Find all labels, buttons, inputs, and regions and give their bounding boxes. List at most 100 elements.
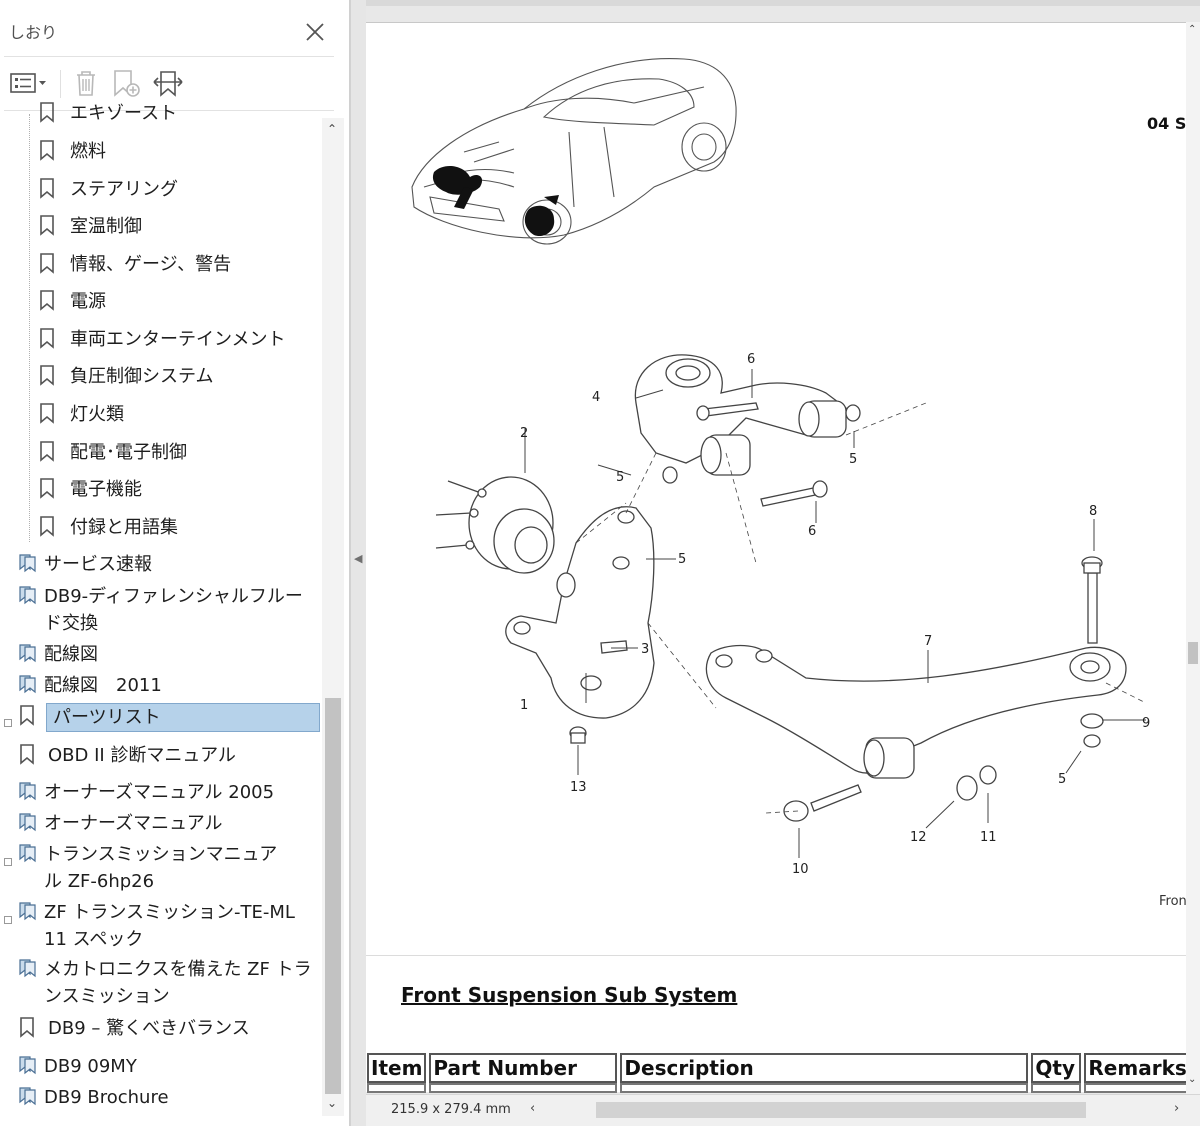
bookmark-label: 車両エンターテインメント <box>70 329 286 350</box>
bookmark-label: DB9 09MY <box>44 1056 137 1077</box>
table-header-row: Item Part Number Description Qty Remarks <box>367 1053 1191 1083</box>
bookmark-label: OBD II 診断マニュアル <box>48 745 236 766</box>
table-cell <box>620 1083 1029 1093</box>
bookmark-item[interactable]: 電子機能 <box>38 476 142 503</box>
new-bookmark-icon[interactable] <box>110 66 144 100</box>
expand-toggle[interactable] <box>4 909 12 924</box>
bookmark-item[interactable]: 付録と用語集 <box>38 514 178 541</box>
bookmark-icon <box>40 178 54 199</box>
document-page: 04 S <box>366 22 1200 1093</box>
bookmark-item[interactable]: オーナーズマニュアル 2005 <box>18 779 274 806</box>
callout-8: 8 <box>1089 504 1097 519</box>
callout-5b: 5 <box>678 552 686 567</box>
bookmark-item[interactable]: サービス速報 <box>18 551 152 578</box>
bookmark-icon <box>40 403 54 424</box>
document-viewport[interactable]: 04 S <box>366 0 1200 1126</box>
collapse-panel-icon[interactable]: ◀ <box>354 552 363 565</box>
column-header-remarks: Remarks <box>1084 1053 1191 1083</box>
scroll-right-icon[interactable]: › <box>1174 1101 1180 1116</box>
horizontal-scrollbar-thumb[interactable] <box>596 1102 1086 1118</box>
bookmark-label: トランスミッションマニュアル ZF-6hp26 <box>44 844 278 892</box>
callout-10: 10 <box>792 862 809 877</box>
bookmark-label: DB9 – 驚くべきバランス <box>48 1018 250 1039</box>
panel-splitter[interactable]: ◀ <box>350 0 366 1126</box>
scroll-up-icon[interactable]: ⌃ <box>327 122 338 136</box>
bookmark-item[interactable]: 車両エンターテインメント <box>38 326 285 353</box>
bookmark-item[interactable]: エキゾースト <box>38 100 177 127</box>
bookmark-item[interactable]: メカトロニクスを備えた ZF トランスミッション <box>18 956 324 1010</box>
bookmark-item[interactable]: 情報、ゲージ、警告 <box>38 251 231 278</box>
document-vertical-scrollbar[interactable]: ⌃ ⌄ <box>1186 22 1200 1094</box>
bookmark-label: 付録と用語集 <box>70 517 178 538</box>
bookmark-label: サービス速報 <box>44 554 152 575</box>
scroll-left-icon[interactable]: ‹ <box>530 1101 536 1116</box>
bookmark-group-icon <box>19 1056 36 1075</box>
tree-guide-line <box>29 114 30 542</box>
bookmarks-panel: しおり <box>0 0 350 1126</box>
bookmark-item[interactable]: OBD II 診断マニュアル <box>18 742 236 769</box>
callout-4: 4 <box>592 390 600 405</box>
scroll-down-icon[interactable]: ⌄ <box>1188 1074 1197 1085</box>
callout-7: 7 <box>924 634 932 649</box>
column-header-item: Item <box>367 1053 427 1083</box>
bookmark-item[interactable]: DB9 Brochure <box>18 1084 169 1111</box>
bookmark-item-selected[interactable]: パーツリスト <box>18 703 320 732</box>
bookmark-group-icon <box>19 902 36 921</box>
bookmark-item[interactable]: 配線図 2011 <box>18 672 162 699</box>
expand-toggle[interactable] <box>4 851 12 866</box>
bookmark-label: メカトロニクスを備えた ZF トランスミッション <box>44 959 312 1007</box>
bookmark-item[interactable]: トランスミッションマニュアル ZF-6hp26 <box>18 841 284 895</box>
bookmark-group-icon <box>19 813 36 832</box>
bookmark-item[interactable]: ZF トランスミッション-TE-ML 11 スペック <box>18 899 320 953</box>
bookmark-item[interactable]: オーナーズマニュアル <box>18 810 223 837</box>
bookmark-label: 燃料 <box>70 141 106 162</box>
bookmark-group-icon <box>19 1087 36 1106</box>
bookmark-item[interactable]: DB9-ディファレンシャルフルード交換 <box>18 583 318 637</box>
bookmark-item[interactable]: DB9 – 驚くべきバランス <box>18 1015 250 1042</box>
bookmark-item[interactable]: 配電･電子制御 <box>38 439 187 466</box>
column-header-qty: Qty <box>1031 1053 1082 1083</box>
bookmark-group-icon <box>19 554 36 573</box>
bookmark-label: ZF トランスミッション-TE-ML 11 スペック <box>44 902 295 950</box>
expand-bookmark-icon[interactable] <box>150 66 186 100</box>
bookmark-item[interactable]: 負圧制御システム <box>38 363 213 390</box>
callout-2: 2 <box>520 426 528 441</box>
table-cell <box>429 1083 618 1093</box>
bookmark-label: 電子機能 <box>70 479 142 500</box>
bookmark-group-icon <box>19 844 36 863</box>
panel-scrollbar-thumb[interactable] <box>325 698 341 1094</box>
bookmark-label: 情報、ゲージ、警告 <box>70 254 232 275</box>
bookmark-icon <box>40 253 54 274</box>
bookmark-item[interactable]: ステアリング <box>38 176 178 203</box>
bookmark-item[interactable]: 室温制御 <box>38 213 142 240</box>
previous-page-edge <box>366 0 1200 6</box>
document-scrollbar-thumb[interactable] <box>1188 642 1198 664</box>
bookmark-icon <box>40 215 54 236</box>
toolbar-separator <box>60 70 61 98</box>
column-header-description: Description <box>620 1053 1029 1083</box>
bookmark-label: オーナーズマニュアル 2005 <box>44 782 275 803</box>
bookmark-item[interactable]: DB9 09MY <box>18 1053 137 1080</box>
trash-icon[interactable] <box>70 66 102 100</box>
bookmark-item[interactable]: 灯火類 <box>38 401 124 428</box>
callout-6b: 6 <box>808 524 816 539</box>
bookmark-group-icon <box>19 959 36 978</box>
bookmark-item[interactable]: 電源 <box>38 288 106 315</box>
scroll-up-icon[interactable]: ⌃ <box>1188 24 1197 35</box>
bookmark-group-icon <box>19 782 36 801</box>
scroll-down-icon[interactable]: ⌄ <box>327 1096 338 1110</box>
panel-scrollbar[interactable]: ⌃ ⌄ <box>322 118 344 1116</box>
close-icon[interactable] <box>300 17 330 47</box>
page-size-readout: 215.9 x 279.4 mm <box>391 1102 511 1117</box>
table-row <box>367 1083 1191 1093</box>
callout-12: 12 <box>910 830 927 845</box>
horizontal-scrollbar[interactable]: ‹ › <box>526 1099 1186 1121</box>
bookmark-group-icon <box>19 644 36 663</box>
bookmark-item[interactable]: 配線図 <box>18 641 98 668</box>
options-menu-icon[interactable] <box>8 66 50 100</box>
table-cell <box>1031 1083 1082 1093</box>
bookmark-label: 配電･電子制御 <box>70 442 187 463</box>
expand-toggle[interactable] <box>4 712 12 727</box>
bookmark-item[interactable]: 燃料 <box>38 138 106 165</box>
car-overview-illustration <box>411 57 737 245</box>
